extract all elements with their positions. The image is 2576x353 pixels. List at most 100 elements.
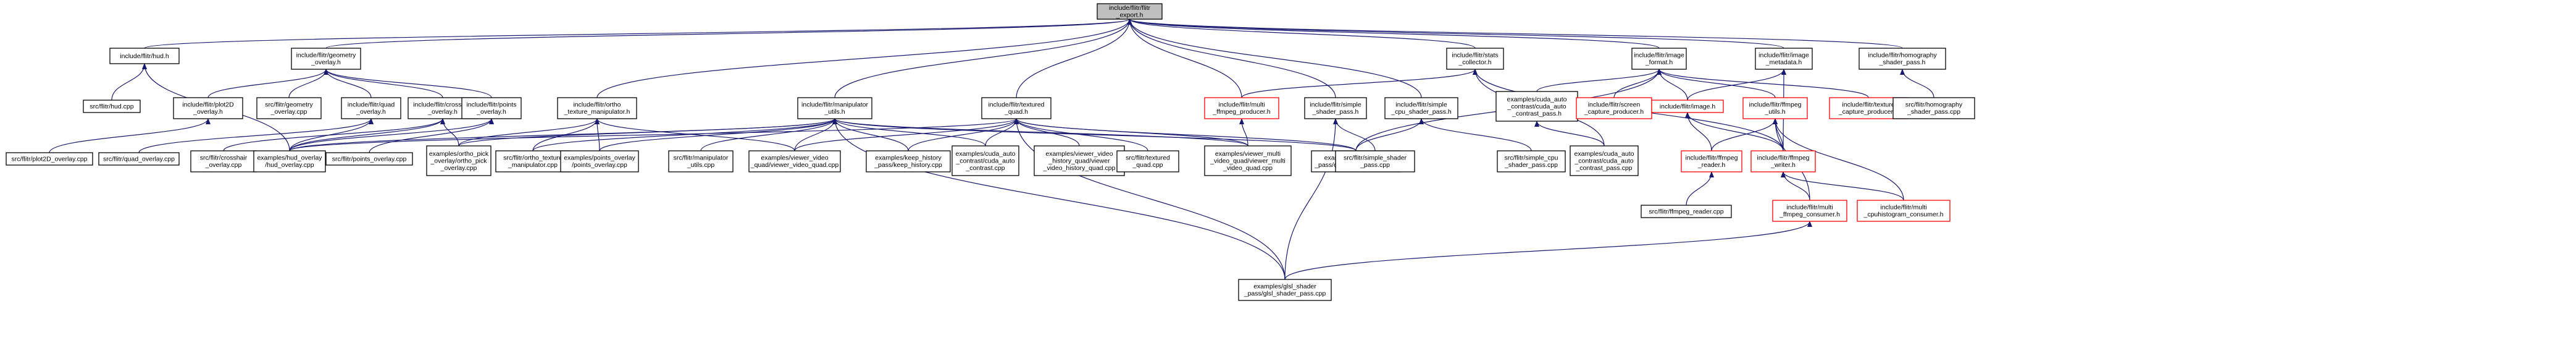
node-label-line: _contrast/cuda_auto [955, 157, 1014, 164]
node-export[interactable]: include/flitr/flitr_export.h [1097, 3, 1163, 20]
node-multiquad_cpp[interactable]: examples/viewer_multi_video_quad/viewer_… [1204, 145, 1292, 176]
node-homog_cpp[interactable]: src/flitr/homography_shader_pass.cpp [1892, 97, 1975, 119]
node-plot2d_h[interactable]: include/flitr/plot2D_overlay.h [173, 97, 243, 119]
node-label-line: _texture_manipulator.h [564, 108, 630, 116]
node-glsl_cpp[interactable]: examples/glsl_shader_pass/glsl_shader_pa… [1238, 279, 1332, 301]
node-ffutils_h[interactable]: include/flitr/ffmpeg_utils.h [1742, 97, 1808, 119]
node-box [1772, 200, 1847, 222]
node-ffreader_h[interactable]: include/flitr/ffmpeg_reader.h [1681, 150, 1742, 172]
node-label-line: examples/hud_overlay [257, 155, 322, 162]
node-hud_cpp[interactable]: src/flitr/hud.cpp [83, 100, 141, 113]
node-cross_cpp[interactable]: src/flitr/crosshair_overlay.cpp [190, 150, 257, 172]
edge-hudov_cpp-to-cross_h [289, 118, 445, 151]
node-ortho_h[interactable]: include/flitr/ortho_texture_manipulator.… [557, 97, 637, 119]
edge-texcap_h-to-imgformat_h [1657, 69, 1869, 98]
node-simplecpu_h[interactable]: include/flitr/simple_cpu_shader_pass.h [1384, 97, 1458, 119]
node-box [1097, 3, 1163, 20]
node-quad_cpp[interactable]: src/flitr/quad_overlay.cpp [98, 152, 180, 166]
node-pointsov_cpp[interactable]: examples/points_overlay/points_overlay.c… [560, 150, 639, 172]
node-points_h[interactable]: include/flitr/points_overlay.h [461, 97, 522, 119]
edge-simplecpu_h-to-export [1127, 19, 1422, 98]
node-ffreader_cpp[interactable]: src/flitr/ffmpeg_reader.cpp [1641, 205, 1732, 218]
node-cudaautopass_cpp[interactable]: examples/cuda_auto_contrast/cuda_auto_co… [1570, 145, 1639, 176]
node-hudov_cpp[interactable]: examples/hud_overlay/hud_overlay.cpp [253, 150, 326, 172]
node-box [1576, 97, 1652, 119]
node-box [1204, 97, 1279, 119]
node-simpleshader_cpp[interactable]: src/flitr/simple_shader_pass.cpp [1335, 150, 1415, 172]
node-cpuhist_h[interactable]: include/flitr/multi_cpuhistogram_consume… [1857, 200, 1951, 222]
node-label-line: examples/keep_history [875, 155, 942, 162]
node-points_cpp[interactable]: src/flitr/points_overlay.cpp [325, 152, 413, 166]
node-box [1570, 145, 1639, 176]
node-viewerhist_cpp[interactable]: examples/viewer_video_history_quad/viewe… [1034, 145, 1125, 176]
node-label-line: _shader_pass.cpp [1504, 161, 1558, 169]
node-label-line: include/flitr/simple [1310, 101, 1361, 109]
edge-orthopick_cpp-to-cross_h [440, 118, 459, 147]
node-label-line: include/flitr/flitr [1109, 4, 1151, 12]
node-hud_h[interactable]: include/flitr/hud.h [109, 48, 180, 64]
node-screen_h[interactable]: include/flitr/screen_capture_producer.h [1576, 97, 1652, 119]
node-label-line: _cpu_shader_pass.h [1390, 108, 1452, 116]
node-box [748, 150, 841, 172]
node-viewerquad_cpp[interactable]: examples/viewer_video_quad/viewer_video_… [748, 150, 841, 172]
node-orthopick_cpp[interactable]: examples/ortho_pick_overlay/ortho_pick_o… [426, 145, 491, 176]
node-manip_h[interactable]: include/flitr/manipulator_utils.h [797, 97, 872, 119]
node-label-line: _collector.h [1458, 59, 1491, 66]
node-multiprod_h[interactable]: include/flitr/multi_ffmpeg_producer.h [1204, 97, 1279, 119]
node-manip_cpp[interactable]: src/flitr/manipulator_utils.cpp [668, 150, 734, 172]
node-keephist_cpp[interactable]: examples/keep_history_pass/keep_history.… [866, 150, 951, 172]
edge-pointsov_cpp-to-ortho_h [595, 118, 600, 151]
node-box [668, 150, 734, 172]
node-label-line: include/flitr/multi [1880, 204, 1926, 211]
node-box [1238, 279, 1332, 301]
node-label-line: _writer.h [1770, 161, 1796, 169]
node-stats_h[interactable]: include/flitr/stats_collector.h [1446, 48, 1504, 70]
edge-cudaautopass_cpp-to-cudaauto_h [1534, 121, 1605, 147]
node-box [1857, 200, 1951, 222]
node-quad_h[interactable]: include/flitr/quad_overlay.h [341, 97, 401, 119]
node-imgformat_h[interactable]: include/flitr/image_format.h [1631, 48, 1687, 70]
node-label-line: _export.h [1116, 12, 1144, 19]
node-box [109, 48, 180, 64]
edge-hud_h-to-export [144, 19, 1132, 49]
node-plot2d_cpp[interactable]: src/flitr/plot2D_overlay.cpp [6, 152, 93, 166]
edge-orthopick_cpp-to-ortho_h [458, 118, 600, 147]
node-ffwriter_h[interactable]: include/flitr/ffmpeg_writer.h [1750, 150, 1816, 172]
node-box [866, 150, 951, 172]
node-box [426, 145, 491, 176]
node-simpleshader_h[interactable]: include/flitr/simple_shader_pass.h [1304, 97, 1367, 119]
node-label-line: include/flitr/quad [348, 101, 395, 109]
node-label-line: _pass/glsl_shader_pass.cpp [1244, 290, 1326, 297]
node-box [1384, 97, 1458, 119]
edge-quad_cpp-to-quad_h [138, 118, 374, 153]
node-image_h[interactable]: include/flitr/image.h [1651, 100, 1724, 113]
node-label-line: examples/glsl_shader [1253, 283, 1316, 291]
node-label-line: _pass.cpp [1360, 161, 1390, 169]
node-geom_cpp[interactable]: src/flitr/geometry_overlay.cpp [256, 97, 322, 119]
node-label-line: _overlay.h [193, 108, 223, 116]
node-label-line: _contrast/cuda_auto [1507, 103, 1566, 110]
node-simplecpu_cpp[interactable]: src/flitr/simple_cpu_shader_pass.cpp [1497, 150, 1566, 172]
node-textured_h[interactable]: include/flitr/textured_quad.h [981, 97, 1052, 119]
node-label-line: src/flitr/manipulator [674, 155, 729, 162]
node-textured_cpp[interactable]: src/flitr/textured_quad.cpp [1116, 150, 1179, 172]
node-cudaauto_h[interactable]: examples/cuda_auto_contrast/cuda_auto_co… [1495, 91, 1578, 122]
edge-multiprod_h-to-stats_h [1241, 69, 1478, 98]
edge-multiquad_cpp-to-manip_h [832, 118, 1248, 147]
edge-hud_cpp-to-hud_h [111, 63, 147, 101]
edge-manip_cpp-to-manip_h [700, 118, 837, 151]
node-box [325, 152, 413, 166]
node-label-line: include/flitr/multi [1218, 101, 1265, 109]
node-geom_h[interactable]: include/flitr/geometry_overlay.h [291, 48, 361, 70]
node-label-line: include/flitr/plot2D [182, 101, 234, 109]
node-cudaauto_cpp[interactable]: examples/cuda_auto_contrast/cuda_auto_co… [951, 145, 1019, 176]
edge-hudov_cpp-to-points_h [289, 118, 494, 151]
node-label-line: _video_history_quad.cpp [1043, 164, 1116, 172]
edge-points_h-to-geom_h [324, 69, 492, 98]
node-imgmeta_h[interactable]: include/flitr/image_metadata.h [1755, 48, 1813, 70]
node-orthotex_cpp[interactable]: src/flitr/ortho_texture_manipulator.cpp [495, 150, 571, 172]
node-homog_h[interactable]: include/flitr/homography_shader_pass.h [1859, 48, 1946, 70]
node-multicons_h[interactable]: include/flitr/multi_ffmpeg_consumer.h [1772, 200, 1847, 222]
node-label-line: _video_quad.cpp [1223, 164, 1273, 172]
